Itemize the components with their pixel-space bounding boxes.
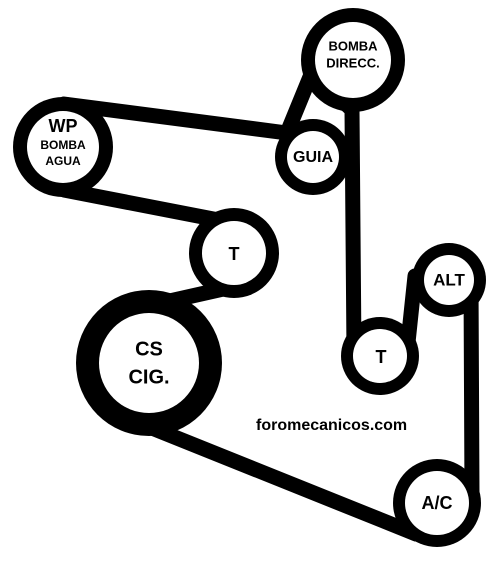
bomba-direcc-label-2: DIRECC. (326, 55, 379, 70)
pulley-alt: ALT (412, 243, 486, 317)
water-pump-label-1: WP (49, 116, 78, 136)
pulley-ac: A/C (393, 459, 481, 547)
ac-label: A/C (422, 493, 453, 513)
water-pump-label-2: BOMBA (40, 138, 86, 152)
pulley-crankshaft: CS CIG. (76, 290, 222, 436)
watermark-text: foromecanicos.com (256, 417, 407, 434)
crankshaft-label-2: CIG. (128, 366, 169, 388)
pulley-water-pump: WP BOMBA AGUA (13, 97, 113, 197)
crankshaft-label-1: CS (135, 338, 163, 360)
tensioner-right-label: T (376, 347, 387, 367)
pulley-guia: GUIA (275, 119, 351, 195)
pulley-bomba-direcc: BOMBA DIRECC. (301, 8, 405, 112)
bomba-direcc-label-1: BOMBA (328, 38, 378, 53)
alt-label: ALT (433, 270, 465, 289)
tensioner-left-label: T (229, 244, 240, 264)
guia-label: GUIA (293, 149, 333, 166)
pulley-tensioner-left: T (189, 208, 279, 298)
pulley-tensioner-right: T (341, 317, 419, 395)
water-pump-label-3: AGUA (45, 154, 81, 168)
